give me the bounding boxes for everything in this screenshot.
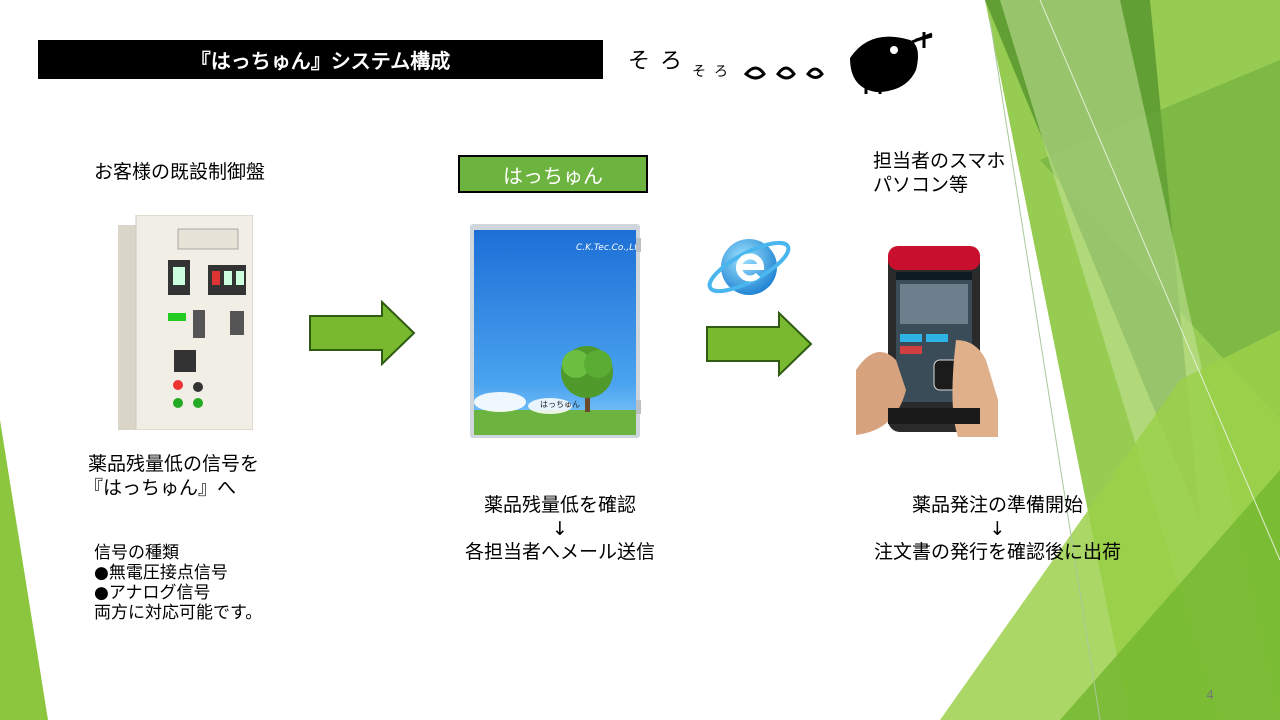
confirm-caption-line-2: 各担当者へメール送信 — [464, 541, 655, 563]
slide-title: 『はっちゅん』システム構成 — [38, 40, 603, 79]
recipient-heading-line-1: 担当者のスマホ — [873, 150, 1006, 172]
logo-char-2: ろ — [660, 49, 682, 74]
device-brand-text: C.K.Tec.Co.,Ltd — [576, 243, 644, 253]
order-caption-line-1: 薬品発注の準備開始 — [911, 494, 1083, 516]
signal-caption-line-2: 『はっちゅん』へ — [84, 477, 237, 499]
confirm-caption-line-1: 薬品残量低を確認 — [483, 494, 636, 516]
control-panel-heading: お客様の既設制御盤 — [94, 161, 266, 183]
flow-arrow-right-2 — [706, 311, 813, 377]
smartphone-image — [856, 240, 998, 437]
confirm-caption-arrow: ↓ — [552, 518, 568, 540]
control-panel-image — [118, 215, 253, 430]
signal-support-note: 両方に対応可能です。 — [94, 603, 263, 623]
signal-caption-line-1: 薬品残量低の信号を — [88, 453, 260, 475]
recipient-heading-line-2: パソコン等 — [873, 174, 969, 196]
signal-type-contact: ●無電圧接点信号 — [94, 563, 228, 583]
order-caption-line-2: 注文書の発行を確認後に出荷 — [873, 541, 1121, 563]
signal-type-analog: ●アナログ信号 — [94, 583, 211, 603]
hacchun-label: はっちゅん — [458, 155, 648, 193]
page-number: 4 — [1206, 688, 1214, 702]
order-caption-arrow: ↓ — [989, 518, 1006, 540]
flow-arrow-right-1 — [309, 300, 416, 366]
device-mark-text: はっちゅん — [540, 400, 580, 409]
logo-char-3: そ — [692, 64, 706, 80]
sorosoro-bird-logo: そ ろ そ ろ — [628, 32, 933, 94]
signal-types-heading: 信号の種類 — [94, 543, 179, 563]
hacchun-device-image: C.K.Tec.Co.,Ltd はっちゅん — [470, 224, 644, 438]
internet-explorer-icon — [707, 239, 791, 295]
logo-char-4: ろ — [714, 64, 728, 80]
logo-char-1: そ — [628, 49, 650, 74]
